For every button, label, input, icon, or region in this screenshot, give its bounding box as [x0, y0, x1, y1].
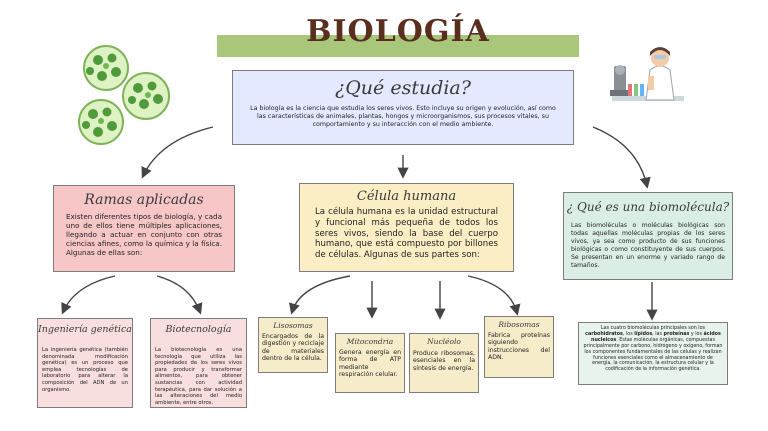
lysosomes-box: Lisosomas Encargados de la digestión y r…	[258, 317, 328, 373]
page-title: BIOLOGÍA	[306, 14, 490, 49]
mitochondria-text: Genera energía en forma de ATP mediante …	[339, 349, 401, 379]
nucleolus-box: Nucléolo Produce ribosomas, esenciales e…	[409, 333, 479, 393]
lipids-term: lípidos	[634, 331, 653, 337]
biotechnology-box: Biotecnología La biotecnología es una te…	[150, 318, 247, 408]
scientist-icon	[608, 40, 688, 126]
genetic-engineering-text: La ingeniería genética (también denomina…	[42, 347, 128, 393]
biotechnology-text: La biotecnología es una tecnología que u…	[155, 347, 242, 406]
detail-text-part: , las	[652, 331, 664, 337]
human-cell-box: Célula humana La célula humana es la uni…	[299, 183, 514, 272]
mitochondria-heading: Mitocondria	[346, 337, 394, 346]
biomolecule-heading: ¿ Qué es una biomolécula?	[566, 200, 730, 214]
ribosomes-heading: Ribosomas	[498, 320, 540, 329]
carbohydrates-term: carbohidratos	[585, 331, 623, 337]
mitochondria-box: Mitocondria Genera energía en forma de A…	[335, 333, 405, 393]
lysosomes-text: Encargados de la digestión y reciclaje d…	[262, 333, 324, 363]
lysosomes-heading: Lisosomas	[273, 321, 313, 330]
genetic-engineering-box: Ingeniería genética La ingeniería genéti…	[37, 318, 133, 408]
cell-microscope-icon	[76, 44, 171, 146]
biomolecule-text: Las biomoléculas o moléculas biológicas …	[571, 222, 725, 269]
detail-text-part: Las cuatro biomoléculas principales son …	[600, 326, 706, 331]
biomolecule-detail-box: Las cuatro biomoléculas principales son …	[578, 322, 728, 385]
biotechnology-heading: Biotecnología	[165, 324, 232, 335]
what-it-studies-text: La biología es la ciencia que estudia lo…	[250, 105, 556, 128]
biomolecule-box: ¿ Qué es una biomolécula? Las biomolécul…	[563, 192, 733, 280]
ribosomes-box: Ribosomas Fabrica proteínas siguiendo in…	[484, 316, 554, 378]
genetic-engineering-heading: Ingeniería genética	[38, 324, 132, 335]
ribosomes-text: Fabrica proteínas siguiendo instruccione…	[488, 332, 550, 362]
applied-branches-heading: Ramas aplicadas	[84, 192, 204, 208]
applied-branches-text: Existen diferentes tipos de biología, y …	[66, 212, 222, 257]
detail-text-part: y los	[689, 331, 704, 337]
detail-text-part: , los	[622, 331, 635, 337]
proteins-term: proteínas	[663, 331, 690, 337]
what-it-studies-heading: ¿Qué estudia?	[335, 77, 471, 99]
what-it-studies-box: ¿Qué estudia? La biología es la ciencia …	[232, 70, 574, 145]
biomolecule-detail-text: Las cuatro biomoléculas principales son …	[583, 326, 723, 373]
human-cell-text: La célula humana es la unidad estructura…	[315, 207, 498, 261]
nucleolus-heading: Nucléolo	[427, 337, 461, 346]
detail-text-part: . Estas moléculas orgánicas, compuestas …	[583, 337, 723, 373]
title-bar	[217, 35, 579, 57]
nucleic-acids-term: ácidos nucleicos	[591, 331, 721, 343]
nucleolus-text: Produce ribosomas, esenciales en la sínt…	[413, 350, 475, 372]
applied-branches-box: Ramas aplicadas Existen diferentes tipos…	[53, 185, 235, 272]
human-cell-heading: Célula humana	[356, 189, 457, 204]
